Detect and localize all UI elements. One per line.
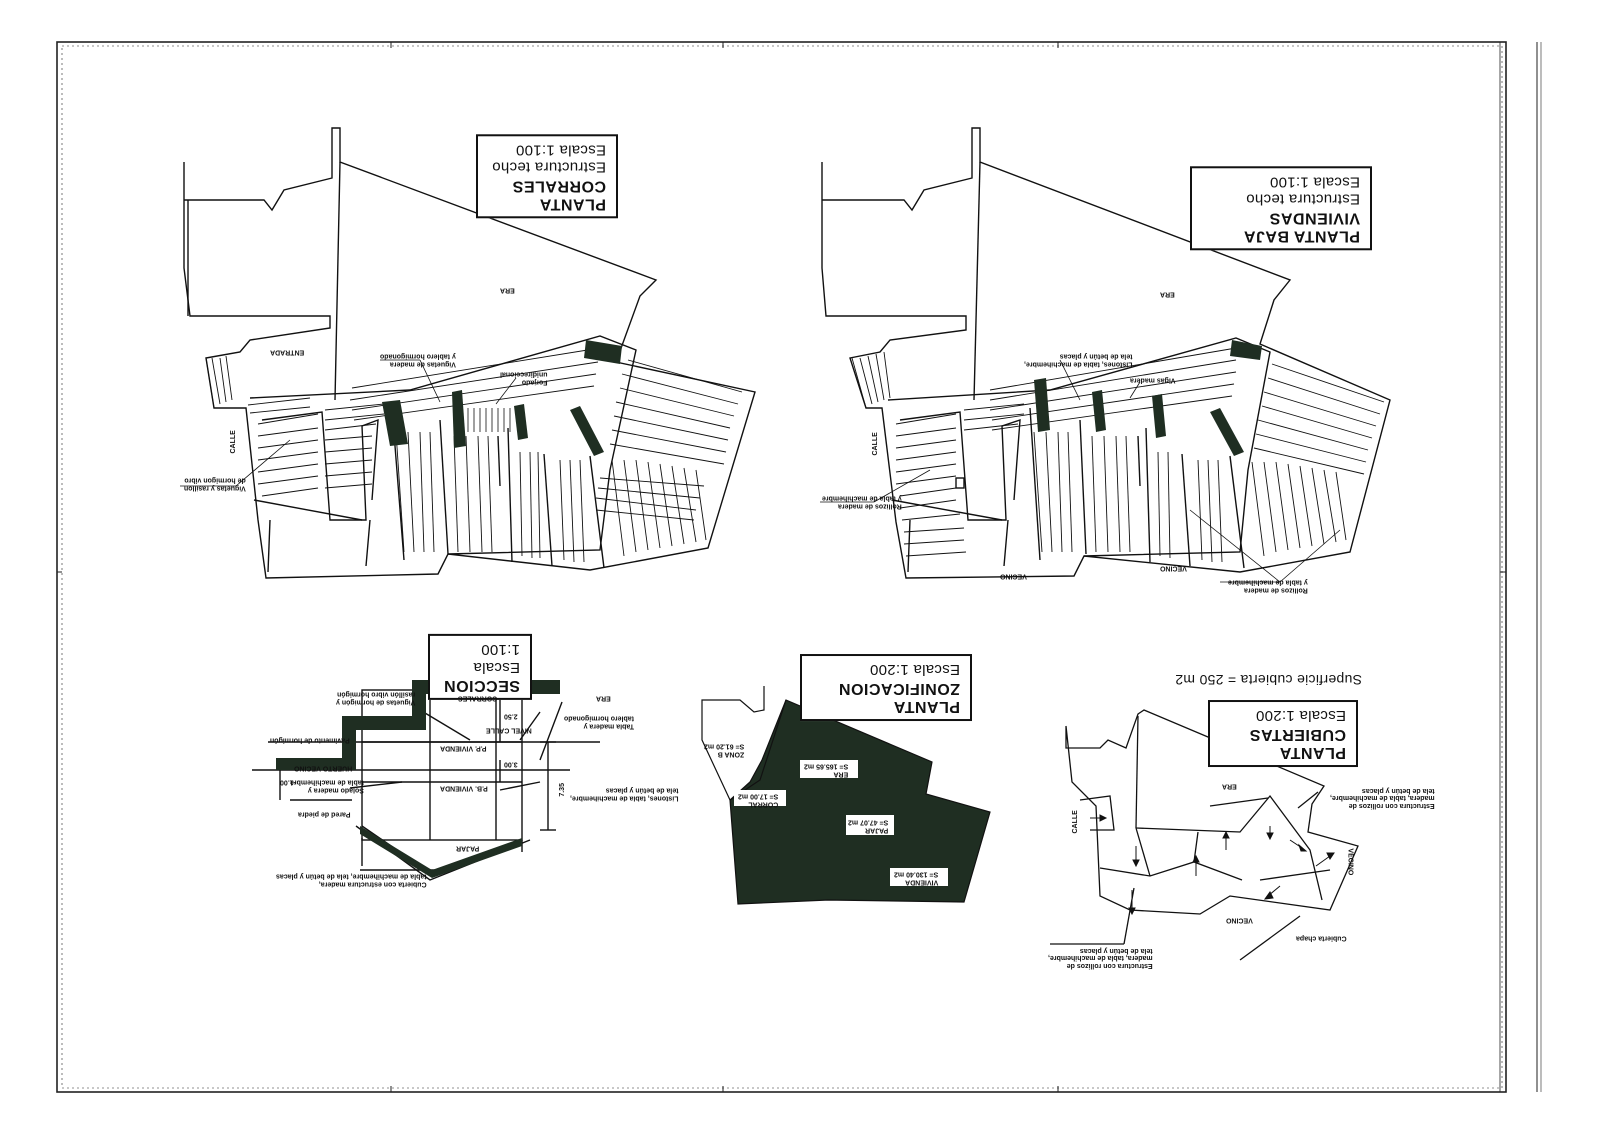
note-estructura-cubierta: Estructura con rollizos de madera, tabla…	[1048, 946, 1153, 970]
baja-title-block: PLANTA BAJA VIVIENDAS Estructura techo E…	[1190, 166, 1372, 251]
zoning-scale: Escala 1:200	[869, 661, 960, 679]
corrales-title: PLANTA CORRALES	[512, 176, 606, 213]
corrales-subtitle: Estructura techo	[491, 158, 606, 176]
corrales-beam-hatching	[205, 347, 743, 563]
zone-vivienda: VIVIENDA S= 130.40 m2	[894, 870, 939, 886]
label-calle-corrales: CALLE	[229, 430, 237, 454]
sec-label-corrales: CORRALES	[458, 694, 498, 702]
sec-label-pajar: PAJAR	[456, 844, 480, 852]
baja-subtitle: Estructura techo	[1245, 190, 1360, 208]
corrales-scale: Escala 1:100	[515, 141, 606, 159]
plan-corrales	[183, 127, 756, 579]
section-title: SECCION	[443, 676, 520, 694]
roof-slope-arrows	[1090, 814, 1335, 916]
note-listones: Listones, tabla de machihembre, tela de …	[1024, 352, 1133, 368]
label-era-roof: ERA	[1222, 782, 1237, 790]
label-vecino-2: VECINO	[1160, 564, 1187, 572]
sec-dim-5: 7.35	[558, 783, 566, 797]
note-rollizos-2: Rollizos de madera y tabla de machihembr…	[1228, 578, 1308, 594]
sec-note-pared: Pared de piedra	[298, 810, 351, 818]
corrales-main-beams	[382, 340, 622, 456]
note-roof-right: Estructura con rollizos de madera, tabla…	[1330, 786, 1435, 810]
label-vecino-roof-2: VECINO	[1226, 916, 1253, 924]
corrales-site-boundary	[183, 127, 756, 579]
label-calle-roof: CALLE	[1071, 810, 1079, 834]
note-rollizos: Rollizos de madera y tabla de machihembr…	[822, 494, 902, 510]
sec-note-pavimento: Pavimento de hormigón	[270, 736, 350, 744]
zoning-title-block: PLANTA ZONIFICACION Escala 1:200	[800, 654, 972, 722]
roof-title-block: PLANTA CUBIERTAS Escala 1:200	[1208, 700, 1358, 768]
section-scale: Escala 1:100	[473, 641, 520, 676]
sec-note-listones: Listones, tabla de machihembre, tela de …	[570, 786, 679, 802]
baja-leaders	[820, 359, 1341, 583]
sec-note-tabla: Tabla madera y tablero hormigonado	[564, 714, 634, 730]
baja-main-beams	[1034, 340, 1262, 456]
label-era-corrales: ERA	[500, 286, 515, 294]
sec-dim-6: -1.00	[280, 778, 296, 786]
roof-surface-text: Superficie cubierta = 250 m2	[1174, 672, 1362, 688]
sec-note-solado: Solado madera y tabla de machihembre	[290, 778, 364, 794]
sec-label-nivel: NIVEL CALLE	[486, 726, 532, 734]
sec-label-era: ERA	[596, 694, 611, 702]
zoning-plan	[701, 686, 991, 905]
roof-plan	[1050, 709, 1359, 961]
zoning-outline-b	[701, 686, 787, 801]
roof-title: PLANTA CUBIERTAS	[1249, 725, 1346, 762]
note-cubierta-chapa: Cubierta chapa	[1296, 934, 1347, 942]
corrales-stair	[467, 408, 511, 432]
section-walls-dark	[276, 680, 560, 878]
label-vecino-1: VECINO	[1000, 572, 1027, 580]
label-calle-baja: CALLE	[871, 432, 879, 456]
zone-pajar: PAJAR S= 47.07 m2	[848, 818, 889, 834]
baja-site-boundary	[821, 127, 1391, 579]
label-era-baja: ERA	[1160, 290, 1175, 298]
sec-note-viguetas: Viguetas de hormigón y rasillón vibro ho…	[336, 690, 416, 706]
zoning-title: PLANTA ZONIFICACION	[838, 679, 960, 716]
sheet-frame	[56, 41, 1542, 1093]
label-vecino-roof: VECINO	[1346, 848, 1354, 876]
sec-dim-2: 3.00	[504, 760, 518, 768]
baja-beam-hatching	[851, 347, 1385, 563]
baja-scale: Escala 1:100	[1269, 173, 1360, 191]
section-title-block: SECCION Escala 1:100	[428, 634, 532, 700]
zone-corral: CORRAL S= 17.00 m2	[738, 792, 779, 808]
zoning-fill	[729, 699, 991, 905]
note-viguetas-madera: Viguetas de madera y tablero hormigonado	[380, 352, 456, 368]
corrales-leaders	[180, 359, 517, 487]
note-forjado: Forjado unidireccional	[500, 370, 548, 386]
baja-title: PLANTA BAJA VIVIENDAS	[1243, 208, 1360, 245]
sec-label-pp: P.P. VIVIENDA	[440, 744, 487, 752]
note-vigas-madera: Vigas madera	[1130, 376, 1176, 384]
sec-note-cubierta: Cubierta con estructura madera, tabla de…	[276, 872, 427, 888]
note-viguetas-corrales: Viguetas y rasillon de hormigon vibro	[184, 476, 246, 492]
sec-dim-1: 2.50	[504, 712, 518, 720]
zone-b: ZONA B S= 61.20 m2	[704, 742, 745, 758]
corrales-title-block: PLANTA CORRALES Estructura techo Escala …	[476, 134, 618, 219]
label-entrada: ENTRADA	[270, 348, 305, 356]
zone-era: ERA S= 165.65 m2	[804, 762, 849, 778]
sec-label-pb: P.B. VIVIENDA	[440, 784, 488, 792]
roof-scale: Escala 1:200	[1255, 707, 1346, 725]
sec-label-huerto: HUERTO VECINO	[294, 764, 353, 772]
